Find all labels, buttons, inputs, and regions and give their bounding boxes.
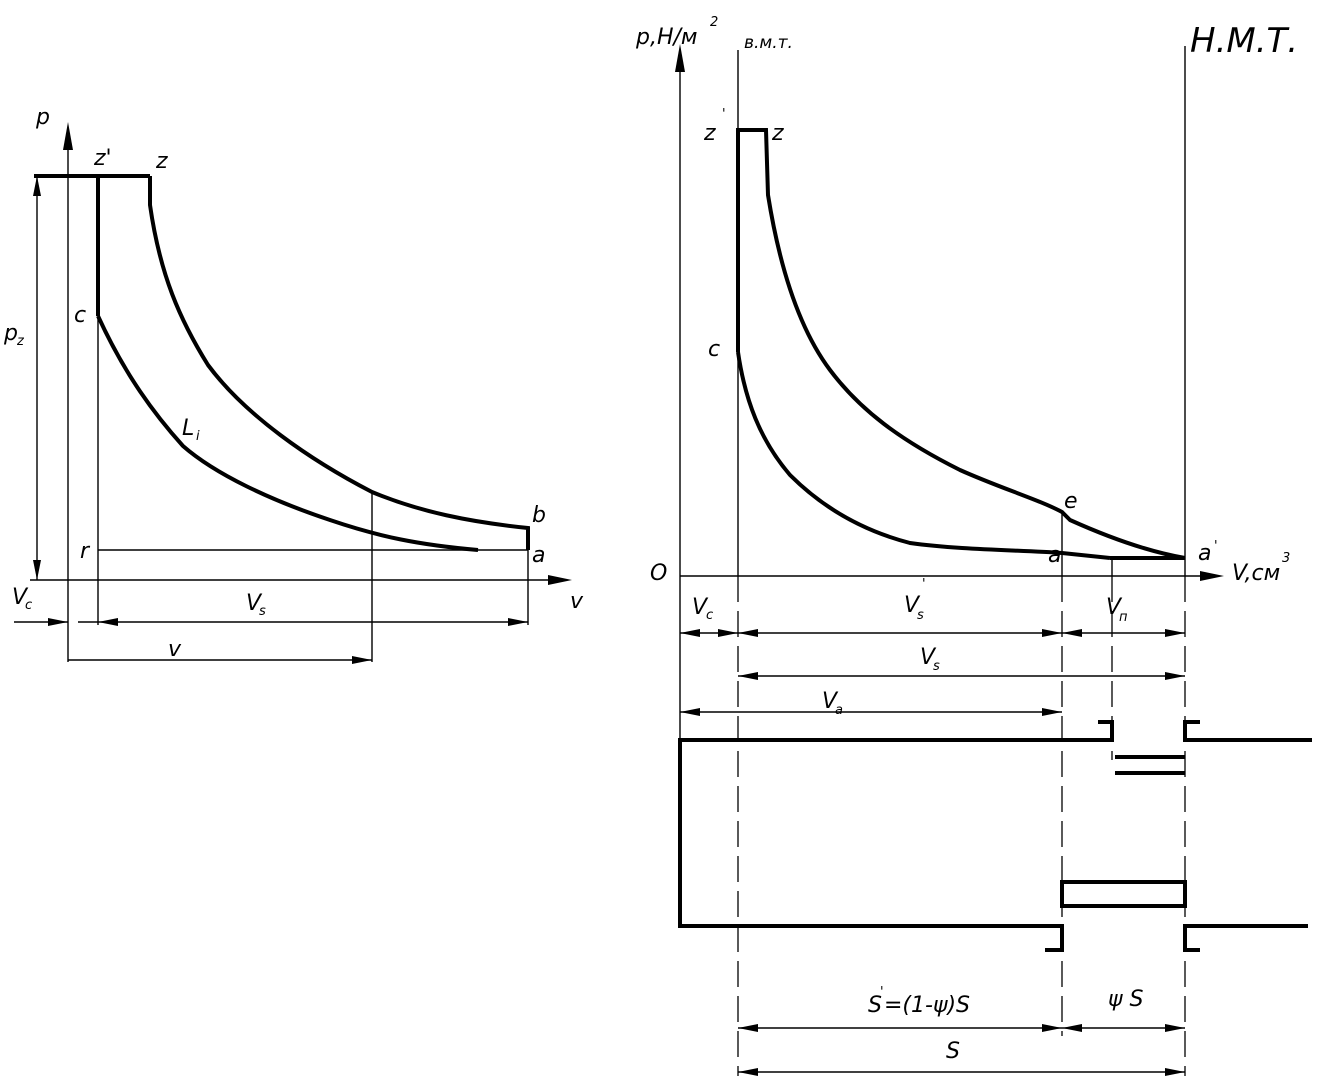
right-v-axis-arrow [1200, 571, 1224, 581]
right-zp-label: z [703, 121, 716, 146]
right-compression-curve [736, 351, 1111, 560]
right-a-label: a [1048, 543, 1061, 568]
cylinder-top-right [1183, 720, 1312, 742]
right-vc-sub: c [706, 608, 713, 623]
exhaust-port [1060, 880, 1187, 908]
right-p-axis-sup: 2 [710, 15, 718, 30]
right-vsp-sub: s [917, 608, 924, 623]
right-vn-label: V [1106, 595, 1123, 620]
left-expansion-curve [148, 176, 530, 550]
left-p-label: p [35, 105, 50, 130]
left-vs-sub: s [259, 604, 266, 619]
left-compression-curve [96, 315, 479, 552]
left-a-label: a [532, 543, 545, 568]
right-ap-sup: ' [1214, 539, 1218, 554]
right-v-axis-label: V,см [1232, 561, 1280, 586]
right-cycle-top [736, 128, 1186, 560]
left-v-dim-label: v [168, 637, 182, 662]
left-vc-sub: c [25, 598, 32, 613]
cylinder-body [678, 720, 1114, 952]
right-vsp-label: V [904, 593, 921, 618]
left-Li-label: L [182, 416, 194, 441]
left-vs-label: V [246, 591, 263, 616]
right-vs-label: V [920, 645, 937, 670]
left-v-axis-label: v [570, 589, 584, 614]
right-p-axis-arrow [675, 44, 685, 72]
left-vc-label: V [12, 585, 29, 610]
left-b-label: b [532, 503, 546, 528]
right-e-label: e [1064, 489, 1078, 514]
tdc-label: в.м.т. [744, 33, 793, 53]
s-label: S [946, 1039, 960, 1064]
left-pz-sub: z [16, 334, 25, 349]
right-origin-label: O [650, 561, 667, 586]
left-c-label: c [74, 303, 86, 328]
left-v-axis-arrow [548, 575, 572, 585]
s-prime-sup: ' [880, 985, 884, 1000]
left-p-axis-arrow [63, 122, 73, 150]
psi-s-label: ψ S [1108, 987, 1144, 1012]
right-c-label: c [708, 337, 720, 362]
right-ap-label: a [1198, 541, 1211, 566]
left-pz-label: p [3, 321, 18, 346]
bdc-label: Н.М.Т. [1190, 21, 1298, 61]
right-va-sub: a [835, 703, 843, 718]
right-vs-sub: s [933, 659, 940, 674]
right-vn-sub: п [1119, 610, 1128, 625]
right-va-label: V [822, 689, 839, 714]
left-diagram: p z' z c L i b r a p z v V c V s v [3, 105, 584, 664]
right-diagram: p,H/м 2 в.м.т. Н.М.Т. z ' z c e a a ' V,… [635, 15, 1312, 1076]
right-z-label: z [771, 121, 784, 146]
left-Li-sub: i [196, 429, 200, 444]
right-zp-sup: ' [722, 107, 726, 122]
left-z-label: z [155, 149, 168, 174]
s-prime-label: S [868, 993, 882, 1018]
left-zp-label: z' [93, 146, 112, 171]
left-r-label: r [80, 539, 91, 564]
right-v-axis-sup: 3 [1282, 551, 1290, 566]
right-vsp-sup: ' [922, 577, 926, 592]
right-p-axis-label: p,H/м [635, 25, 698, 50]
right-vc-label: V [692, 595, 709, 620]
s-prime-rest: =(1-ψ)S [884, 993, 970, 1018]
cylinder-bottom-right [1183, 924, 1308, 952]
